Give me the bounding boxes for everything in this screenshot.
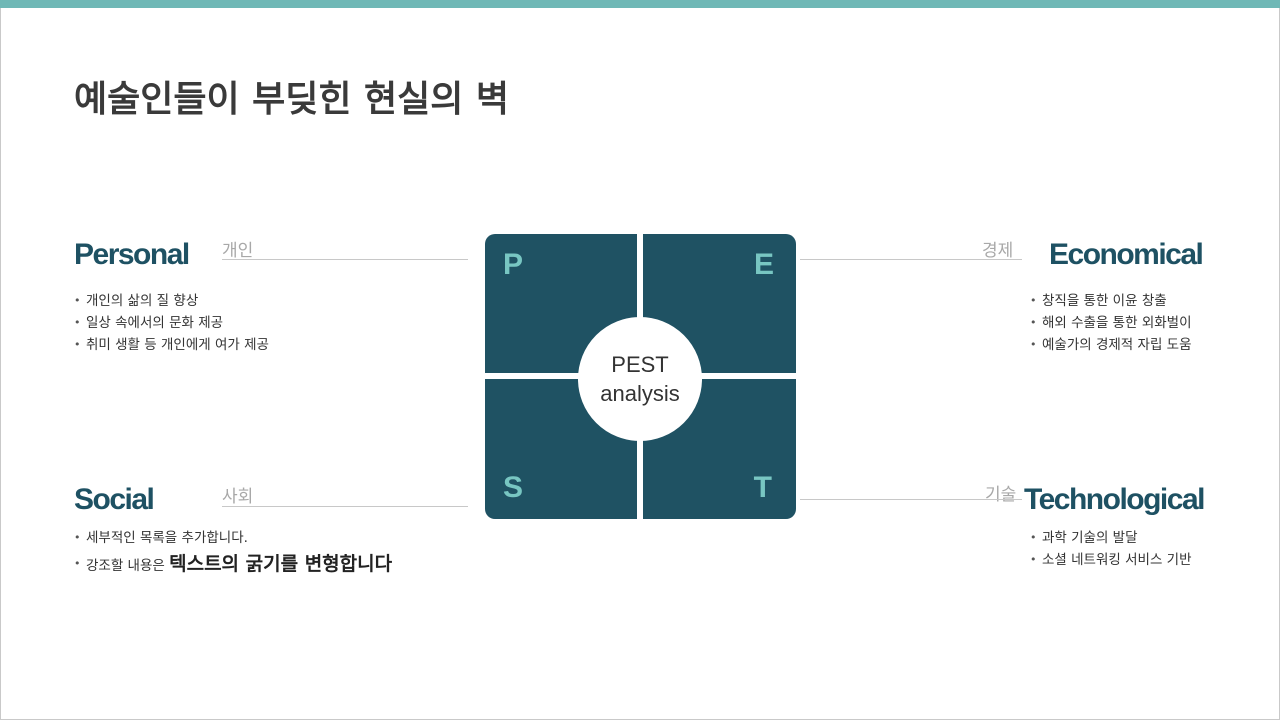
- pest-center-circle: PEST analysis: [578, 317, 702, 441]
- quadrant-letter-p: P: [503, 248, 524, 281]
- social-list: 세부적인 목록을 추가합니다. 강조할 내용은 텍스트의 굵기를 변형합니다: [74, 527, 392, 581]
- personal-heading: Personal: [74, 238, 190, 271]
- technological-heading: Technological: [1024, 483, 1205, 516]
- economical-sublabel: 경제: [982, 241, 1014, 261]
- economical-heading: Economical: [1049, 238, 1204, 271]
- list-item: 소셜 네트워킹 서비스 기반: [1030, 549, 1192, 571]
- list-item-text: 강조할 내용은: [86, 558, 170, 574]
- list-item: 세부적인 목록을 추가합니다.: [74, 527, 392, 549]
- list-item: 개인의 삶의 질 향상: [74, 290, 269, 312]
- personal-sublabel: 개인: [222, 241, 254, 261]
- slide-title: 예술인들이 부딪힌 현실의 벽: [74, 79, 510, 120]
- social-connector-line: [222, 506, 468, 507]
- list-item: 취미 생활 등 개인에게 여가 제공: [74, 334, 269, 356]
- technological-connector-line: [800, 499, 1022, 500]
- economical-connector-line: [800, 259, 1022, 260]
- list-item: 일상 속에서의 문화 제공: [74, 312, 269, 334]
- quadrant-letter-e: E: [753, 248, 774, 281]
- social-heading: Social: [74, 483, 155, 516]
- quadrant-letter-t: T: [753, 471, 772, 504]
- center-label-line1: PEST: [611, 352, 669, 377]
- technological-sublabel: 기술: [985, 485, 1017, 505]
- center-label-line2: analysis: [600, 381, 680, 406]
- list-item: 강조할 내용은 텍스트의 굵기를 변형합니다: [74, 549, 392, 581]
- list-item: 해외 수출을 통한 외화벌이: [1030, 312, 1192, 334]
- personal-connector-line: [222, 259, 468, 260]
- list-item: 과학 기술의 발달: [1030, 527, 1192, 549]
- quadrant-letter-s: S: [503, 471, 524, 504]
- economical-list: 창직을 통한 이윤 창출 해외 수출을 통한 외화벌이 예술가의 경제적 자립 …: [1030, 290, 1192, 356]
- technological-list: 과학 기술의 발달 소셜 네트워킹 서비스 기반: [1030, 527, 1192, 571]
- emphasized-text: 텍스트의 굵기를 변형합니다: [169, 553, 393, 575]
- list-item: 예술가의 경제적 자립 도움: [1030, 334, 1192, 356]
- list-item: 창직을 통한 이윤 창출: [1030, 290, 1192, 312]
- social-sublabel: 사회: [222, 487, 254, 507]
- personal-list: 개인의 삶의 질 향상 일상 속에서의 문화 제공 취미 생활 등 개인에게 여…: [74, 290, 269, 356]
- top-accent-bar: [0, 0, 1280, 8]
